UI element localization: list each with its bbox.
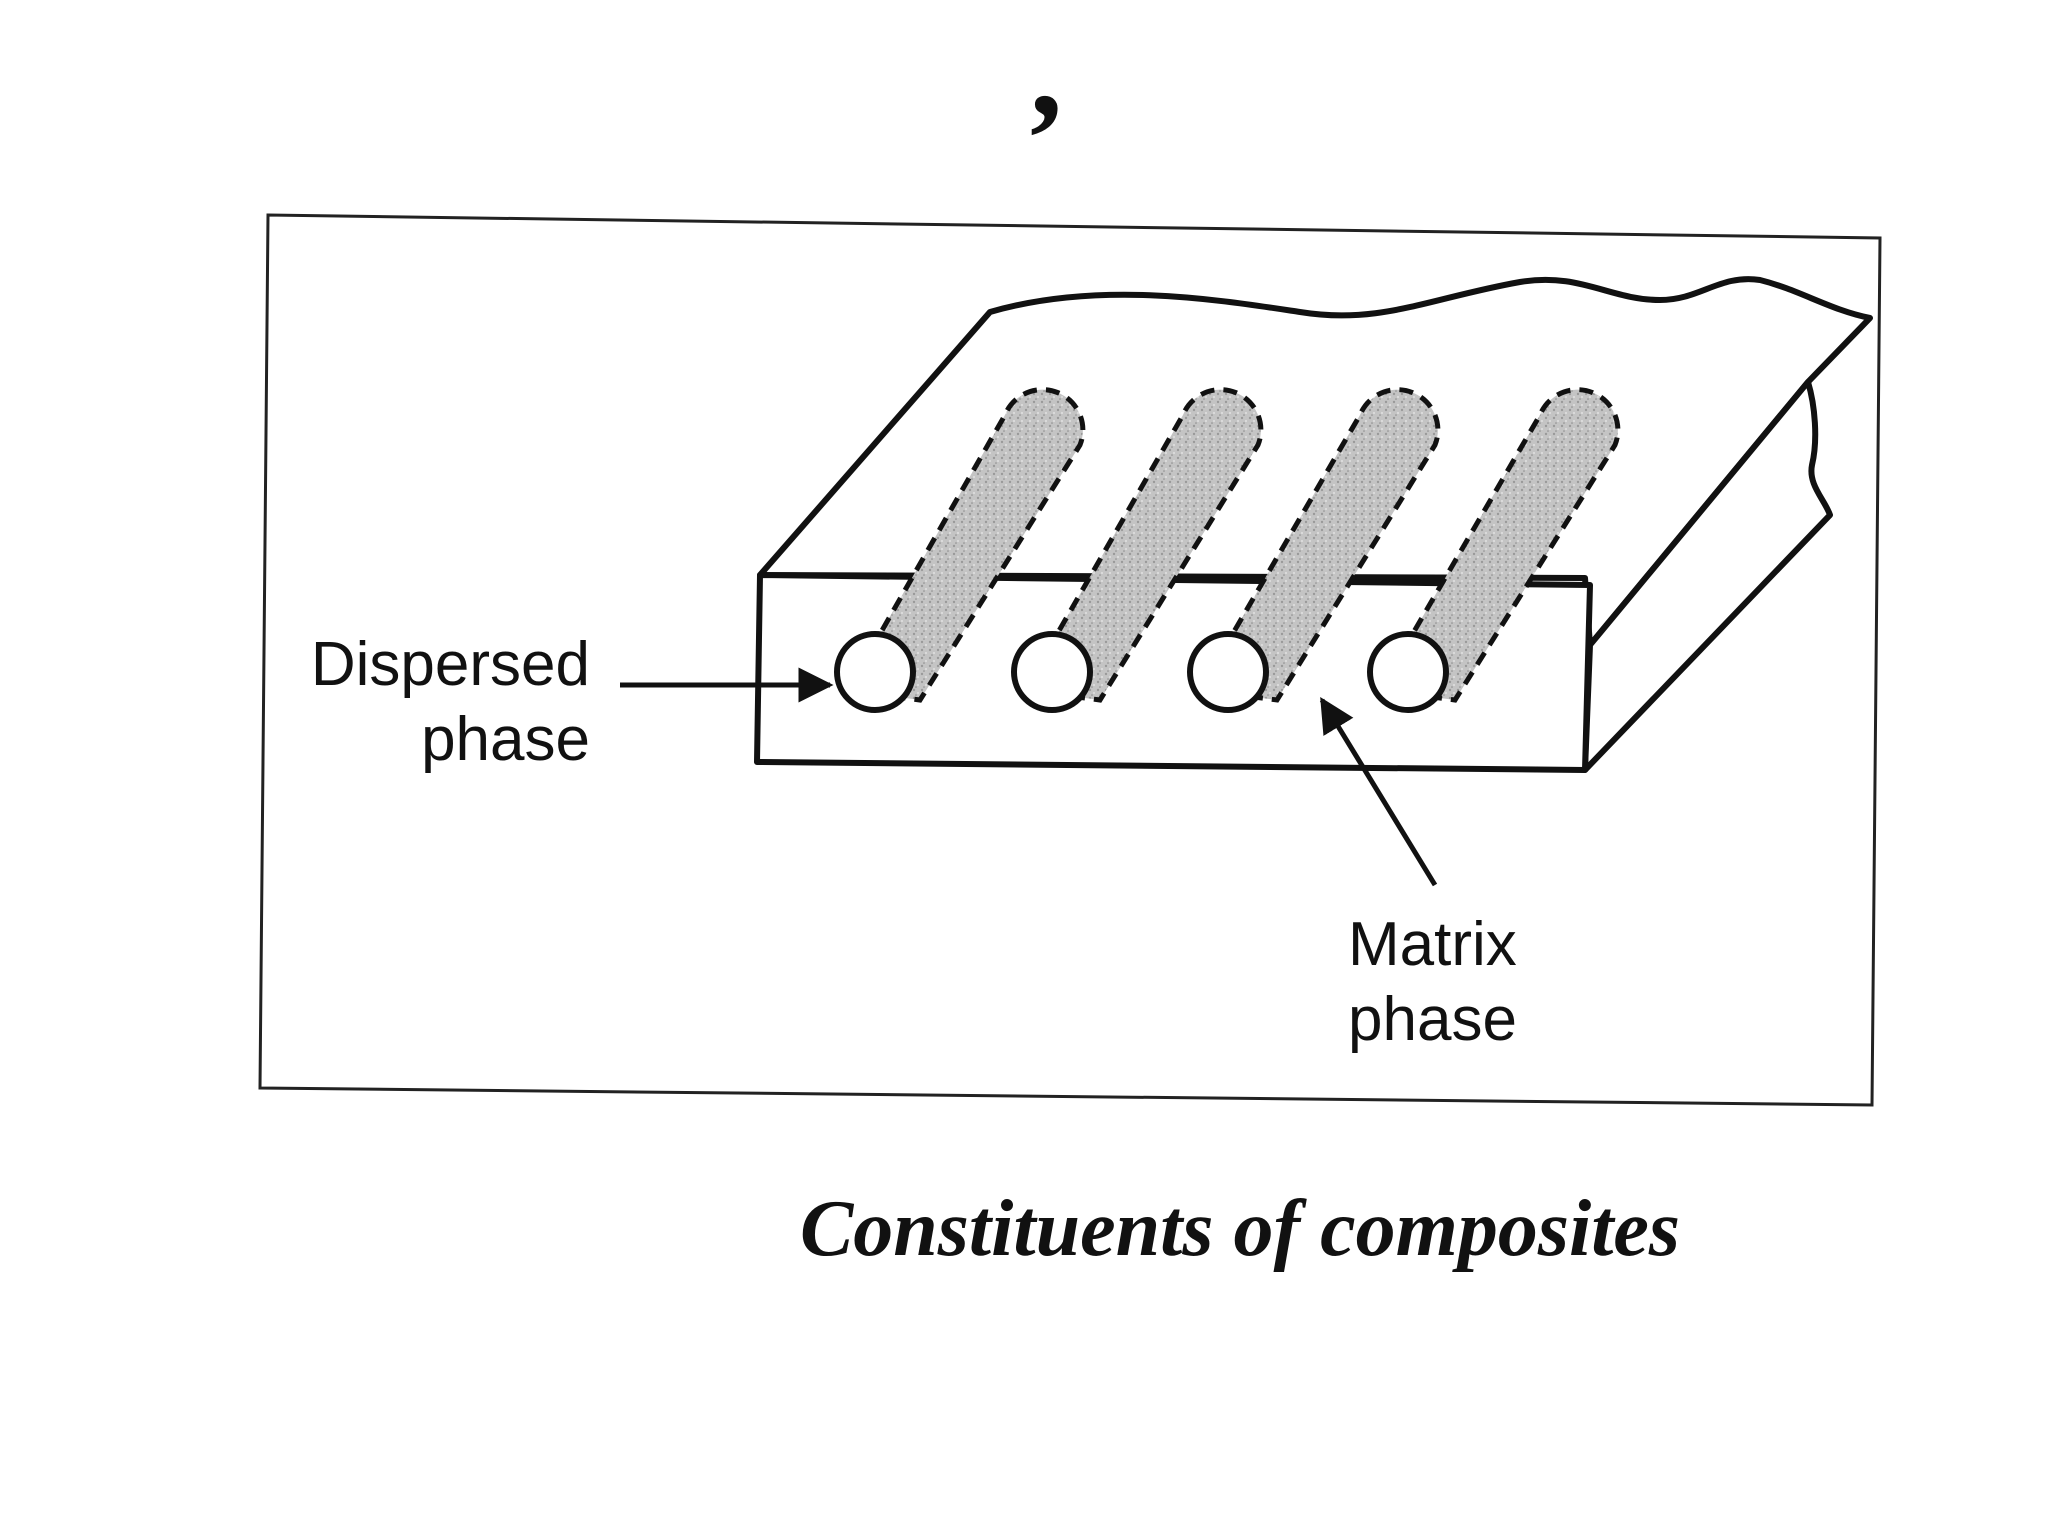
matrix-phase-label-line1: Matrix bbox=[1348, 910, 1517, 979]
dispersed-phase-label-line2: phase bbox=[421, 705, 590, 774]
matrix-phase-label-line2: phase bbox=[1348, 985, 1517, 1054]
fiber-end-circle bbox=[1011, 631, 1093, 713]
fibers bbox=[843, 387, 1621, 703]
fiber-end-circle bbox=[1367, 631, 1449, 713]
fiber-end-circle bbox=[1187, 631, 1269, 713]
fiber-rod bbox=[1020, 387, 1264, 703]
top-mark: , bbox=[1030, 0, 1063, 144]
fiber-rod bbox=[1375, 387, 1621, 703]
fiber-end-circle bbox=[834, 631, 916, 713]
dispersed-phase-label-line1: Dispersed bbox=[311, 630, 590, 699]
fiber-rod bbox=[843, 387, 1086, 703]
figure-caption: Constituents of composites bbox=[800, 1185, 1680, 1273]
fiber-ends bbox=[834, 631, 1449, 713]
matrix-phase-arrow bbox=[1319, 697, 1438, 887]
figure-frame bbox=[258, 213, 1882, 1107]
block-top-face bbox=[757, 276, 1873, 648]
fiber-rod bbox=[1195, 387, 1441, 703]
block-side-face bbox=[1582, 379, 1833, 773]
